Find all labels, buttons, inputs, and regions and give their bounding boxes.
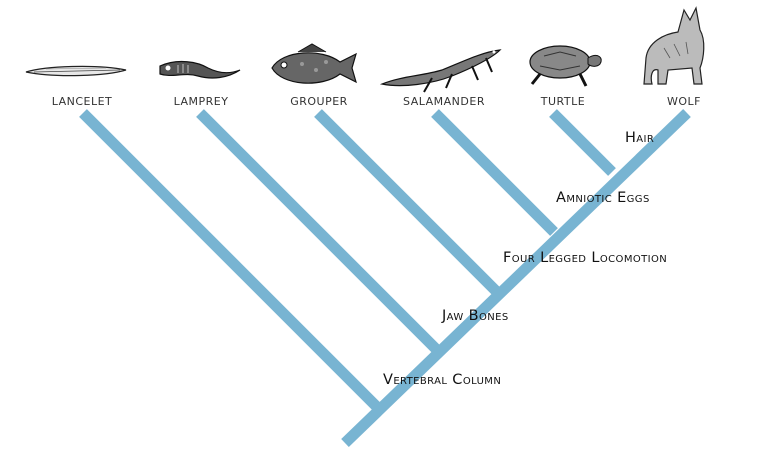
cladogram-branches — [79, 109, 691, 447]
trait-label-amniotic-eggs: Amniotic Eggs — [556, 190, 650, 206]
lancelet-icon — [25, 65, 127, 77]
taxon-label-lamprey: LAMPREY — [174, 95, 229, 108]
branch-lancelet — [79, 109, 384, 414]
branch-grouper — [314, 109, 500, 295]
taxon-label-salamander: SALAMANDER — [403, 95, 485, 108]
taxon-label-lancelet: LANCELET — [52, 95, 113, 108]
trait-label-four-legged-locomotion: Four Legged Locomotion — [503, 250, 667, 266]
turtle-icon — [529, 45, 602, 87]
taxon-label-turtle: TURTLE — [540, 95, 585, 108]
branch-lamprey — [196, 109, 442, 355]
trait-label-jaw-bones: Jaw Bones — [441, 308, 509, 324]
branch-turtle — [549, 109, 616, 176]
salamander-icon — [379, 49, 502, 93]
trait-label-vertebral-column: Vertebral Column — [383, 372, 501, 388]
wolf-icon — [643, 6, 705, 85]
branch-salamander — [431, 109, 558, 236]
trunk-branch — [341, 109, 691, 447]
taxon-label-grouper: GROUPER — [290, 95, 348, 108]
taxon-label-wolf: WOLF — [667, 95, 701, 108]
trait-label-hair: Hair — [625, 130, 654, 146]
grouper-icon — [271, 43, 357, 84]
lamprey-icon — [159, 60, 241, 79]
